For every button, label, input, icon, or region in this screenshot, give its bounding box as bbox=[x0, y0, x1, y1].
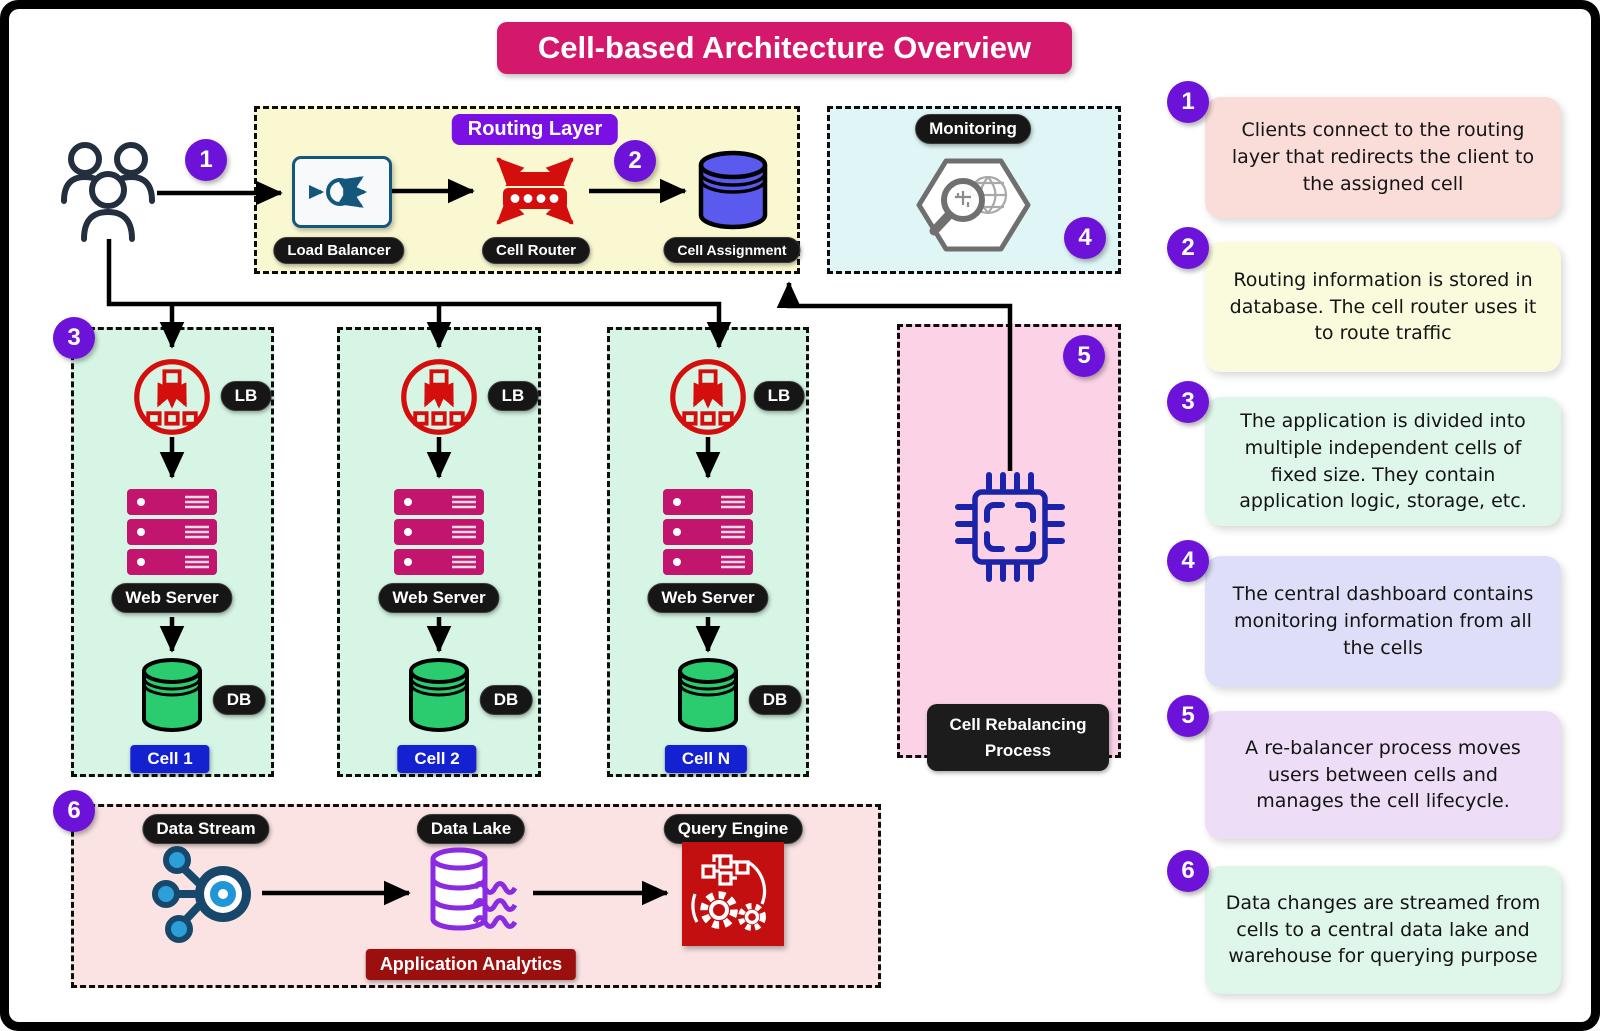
note-badge-4: 4 bbox=[1167, 540, 1209, 582]
web-server-icon bbox=[127, 489, 217, 577]
data-lake-label: Data Lake bbox=[416, 814, 526, 844]
cell-lb-icon bbox=[668, 357, 748, 437]
note-card-5: A re-balancer process moves users betwee… bbox=[1205, 711, 1561, 839]
data-stream-label: Data Stream bbox=[142, 814, 270, 844]
db-icon bbox=[139, 657, 205, 735]
note-badge-1: 1 bbox=[1167, 81, 1209, 123]
note-badge-3: 3 bbox=[1167, 381, 1209, 423]
step-badge-1: 1 bbox=[185, 139, 227, 181]
cell-lb-label: LB bbox=[220, 381, 272, 411]
load-balancer-node bbox=[292, 156, 392, 228]
cell-name-tag-n: Cell N bbox=[664, 745, 748, 773]
note-badge-2: 2 bbox=[1167, 227, 1209, 269]
web-server-label: Web Server bbox=[647, 583, 769, 613]
note-text-3: The application is divided into multiple… bbox=[1239, 409, 1527, 513]
note-card-4: The central dashboard contains monitorin… bbox=[1205, 556, 1561, 687]
data-stream-icon bbox=[152, 843, 260, 945]
note-badge-6: 6 bbox=[1167, 850, 1209, 892]
cell-lb-label: LB bbox=[487, 381, 539, 411]
clients-icon bbox=[59, 135, 157, 245]
step-badge-5: 5 bbox=[1063, 335, 1105, 377]
web-server-label: Web Server bbox=[111, 583, 233, 613]
data-lake-icon bbox=[419, 845, 529, 945]
cell-router-label: Cell Router bbox=[481, 237, 591, 264]
db-label: DB bbox=[479, 685, 533, 715]
web-server-label: Web Server bbox=[378, 583, 500, 613]
note-text-6: Data changes are streamed from cells to … bbox=[1225, 891, 1541, 968]
cell-name-tag-1: Cell 1 bbox=[130, 745, 210, 773]
step-badge-6: 6 bbox=[53, 790, 95, 832]
cell-assignment-label: Cell Assignment bbox=[663, 237, 801, 263]
note-card-2: Routing information is stored in databas… bbox=[1205, 242, 1561, 372]
monitoring-title: Monitoring bbox=[915, 114, 1031, 144]
db-icon bbox=[406, 657, 472, 735]
db-label: DB bbox=[748, 685, 802, 715]
query-engine-icon bbox=[682, 842, 784, 946]
load-balancer-icon bbox=[309, 176, 368, 208]
step-badge-2: 2 bbox=[614, 140, 656, 182]
web-server-icon bbox=[394, 489, 484, 577]
cell-lb-icon bbox=[132, 357, 212, 437]
note-badge-5: 5 bbox=[1167, 695, 1209, 737]
cell-router-icon bbox=[485, 150, 585, 232]
db-label: DB bbox=[212, 685, 266, 715]
step-badge-3: 3 bbox=[53, 317, 95, 359]
note-text-4: The central dashboard contains monitorin… bbox=[1232, 583, 1534, 659]
load-balancer-label: Load Balancer bbox=[273, 237, 405, 264]
note-text-2: Routing information is stored in databas… bbox=[1229, 268, 1537, 345]
query-engine-label: Query Engine bbox=[663, 814, 803, 844]
analytics-caption: Application Analytics bbox=[365, 949, 577, 980]
cell-name-tag-2: Cell 2 bbox=[397, 745, 477, 773]
rebalancing-label: Cell Rebalancing Process bbox=[927, 704, 1109, 771]
page-title: Cell-based Architecture Overview bbox=[497, 22, 1072, 74]
note-card-1: Clients connect to the routing layer tha… bbox=[1205, 97, 1561, 218]
web-server-icon bbox=[663, 489, 753, 577]
diagram-canvas: Cell-based Architecture Overview 1 Routi… bbox=[9, 9, 1591, 1022]
cell-lb-icon bbox=[399, 357, 479, 437]
routing-layer-title: Routing Layer bbox=[451, 114, 619, 145]
chip-icon bbox=[950, 467, 1070, 587]
note-text-1: Clients connect to the routing layer tha… bbox=[1231, 119, 1535, 195]
note-text-5: A re-balancer process moves users betwee… bbox=[1245, 736, 1521, 813]
note-card-6: Data changes are streamed from cells to … bbox=[1205, 866, 1561, 994]
note-card-3: The application is divided into multiple… bbox=[1205, 397, 1561, 526]
cell-assignment-icon bbox=[695, 149, 771, 233]
cell-lb-label: LB bbox=[753, 381, 805, 411]
db-icon bbox=[675, 657, 741, 735]
step-badge-4: 4 bbox=[1064, 217, 1106, 259]
monitoring-icon bbox=[915, 155, 1031, 255]
